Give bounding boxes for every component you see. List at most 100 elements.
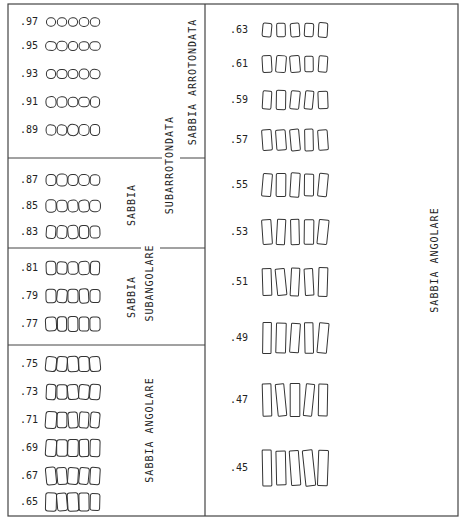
sand-grain xyxy=(276,90,286,109)
sand-grain xyxy=(90,174,100,185)
sand-grain xyxy=(79,18,89,27)
sand-grain xyxy=(90,42,101,51)
sand-grain xyxy=(57,69,67,78)
sand-grain xyxy=(275,384,287,417)
sand-grain xyxy=(90,439,100,457)
sand-grain xyxy=(79,225,89,238)
roundness-band: SABBIA ANGOLARE xyxy=(8,345,205,516)
sand-grain xyxy=(79,439,88,456)
sand-grain xyxy=(318,91,328,109)
sand-grain xyxy=(67,467,78,484)
band-label: SABBIA xyxy=(127,276,137,318)
sand-grain xyxy=(90,289,100,302)
sand-grain xyxy=(67,225,78,239)
roundness-value: .97 xyxy=(20,17,38,27)
sand-grain xyxy=(46,200,56,213)
sand-grain xyxy=(290,268,300,296)
sand-grain xyxy=(45,356,57,372)
sand-grain xyxy=(90,17,100,26)
column-divider xyxy=(204,4,205,516)
sand-grain xyxy=(303,384,314,417)
roundness-value: .47 xyxy=(230,395,248,405)
band-divider xyxy=(8,345,205,346)
sand-grain xyxy=(46,42,57,51)
roundness-value: .67 xyxy=(20,471,38,481)
sand-grain xyxy=(57,262,67,275)
sand-grain xyxy=(45,411,57,428)
sand-grain xyxy=(304,23,314,37)
sand-grain xyxy=(305,129,314,151)
sand-grain xyxy=(79,97,90,107)
roundness-value: .85 xyxy=(20,201,38,211)
outer-border xyxy=(8,4,458,516)
roundness-value: .81 xyxy=(20,263,38,273)
sand-grain xyxy=(291,219,300,244)
sand-grain xyxy=(317,323,329,354)
sand-grain xyxy=(318,56,328,73)
sand-grain xyxy=(68,289,78,303)
sand-grain xyxy=(46,69,55,78)
sand-grain xyxy=(290,173,301,198)
sand-grain xyxy=(79,174,90,185)
sand-grain xyxy=(67,356,79,372)
sand-grain xyxy=(46,96,57,107)
band-divider xyxy=(8,158,162,159)
sand-grain xyxy=(45,493,56,512)
sand-grain xyxy=(90,317,100,331)
band-label: SABBIA ANGOLARE xyxy=(145,377,155,482)
roundness-value: .61 xyxy=(230,59,248,69)
roundness-value: .53 xyxy=(230,227,248,237)
sand-grain xyxy=(46,225,56,238)
sand-grain xyxy=(317,450,328,486)
sand-grain xyxy=(79,467,90,484)
sand-grain xyxy=(46,261,56,275)
sand-grain xyxy=(57,317,66,331)
sand-grain xyxy=(90,467,101,485)
sand-grain xyxy=(57,385,67,399)
roundness-value: .75 xyxy=(20,359,38,369)
sand-grain xyxy=(79,356,90,371)
sand-grain xyxy=(67,384,79,400)
roundness-value: .95 xyxy=(20,41,38,51)
roundness-value: .87 xyxy=(20,175,38,185)
sand-grain xyxy=(46,384,56,400)
sand-grain xyxy=(68,317,78,332)
sand-grain xyxy=(57,412,67,428)
sand-grain xyxy=(57,225,68,238)
band-label: SABBIA xyxy=(127,184,137,226)
sand-grain xyxy=(68,18,77,27)
sand-grain xyxy=(318,130,329,151)
sand-grain xyxy=(289,451,301,486)
sand-grain xyxy=(275,268,287,295)
sand-grain xyxy=(290,23,300,37)
sand-grain xyxy=(262,450,272,486)
sand-grain xyxy=(45,439,57,456)
sand-grain xyxy=(68,412,79,429)
sand-grain xyxy=(45,317,57,331)
sand-grain xyxy=(277,23,286,37)
band-label: SABBIA ANGOLARE xyxy=(430,207,440,312)
sand-grain xyxy=(275,130,286,151)
sand-grain xyxy=(318,384,327,416)
sand-grain xyxy=(289,55,300,73)
sand-grain xyxy=(290,90,301,109)
sand-grain xyxy=(78,200,89,213)
sand-grain xyxy=(318,173,329,196)
sand-grain xyxy=(68,97,78,107)
sand-grain xyxy=(46,125,56,135)
class-label: SUBARROTONDATA xyxy=(165,116,175,214)
roundness-value: .65 xyxy=(20,497,38,507)
sand-grain xyxy=(57,97,67,108)
sand-grain xyxy=(56,200,67,212)
sand-grain xyxy=(56,493,67,511)
sand-grain xyxy=(90,261,100,275)
band-label: SABBIA ARROTONDATA xyxy=(188,19,198,145)
sand-grain xyxy=(46,289,56,303)
sand-grain xyxy=(290,129,301,151)
sand-grain xyxy=(304,174,313,196)
sand-grain xyxy=(261,173,272,196)
sand-grain xyxy=(317,219,329,244)
sand-grain xyxy=(263,322,272,353)
